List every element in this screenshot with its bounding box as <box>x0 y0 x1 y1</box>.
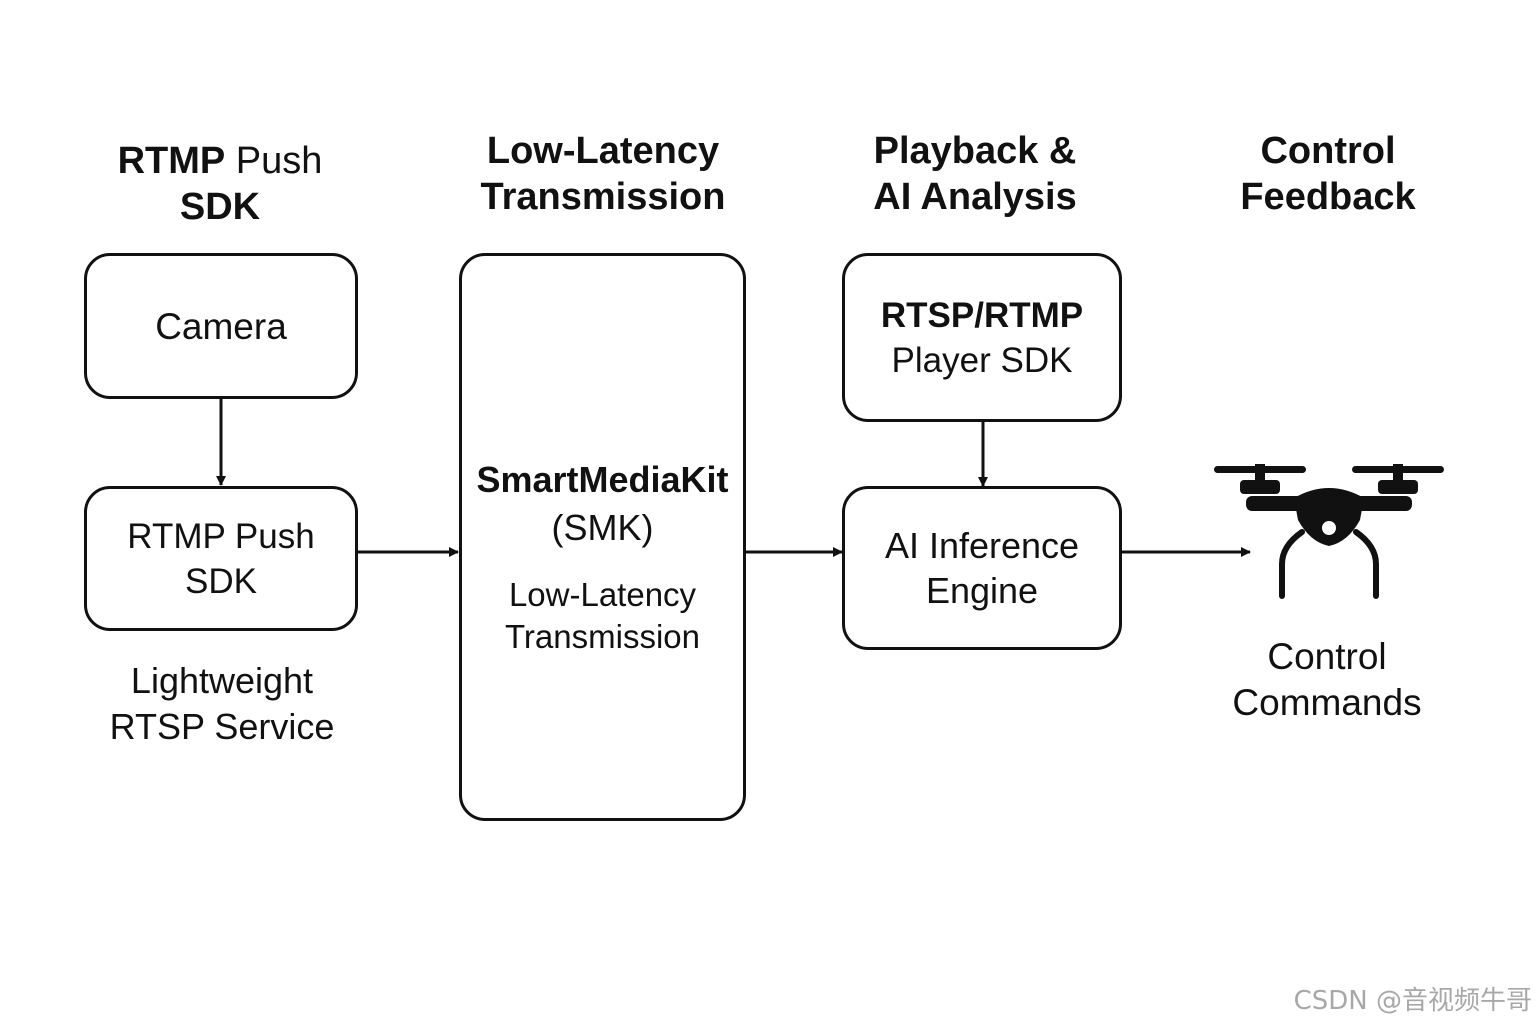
player-sdk-line2: Player SDK <box>891 340 1073 380</box>
column-title-control-line2: Feedback <box>1240 176 1416 218</box>
player-sdk-line1: RTSP/RTMP <box>880 295 1084 335</box>
control-commands-line1: Control <box>1267 636 1387 677</box>
smartmediakit-box: SmartMediaKit (SMK) Low-Latency Transmis… <box>459 253 746 821</box>
watermark-text: CSDN @音视频牛哥 <box>1293 986 1532 1016</box>
ai-inference-box: AI Inference Engine <box>842 486 1122 650</box>
smk-desc-line1: Low-Latency <box>508 576 697 613</box>
drone-icon <box>1214 464 1444 599</box>
column-title-control-line1: Control <box>1260 130 1396 172</box>
rtsp-service-line2: RTSP Service <box>109 706 335 747</box>
rtsp-service-caption: Lightweight RTSP Service <box>90 658 354 750</box>
rtmp-push-sdk-line2: SDK <box>185 561 257 601</box>
camera-box: Camera <box>84 253 358 399</box>
column-title-control: Control Feedback <box>1208 128 1448 220</box>
column-title-playback: Playback & AI Analysis <box>845 128 1105 220</box>
column-title-push: RTMP Push SDK <box>100 138 340 230</box>
rtmp-push-sdk-line1: RTMP Push <box>127 516 315 556</box>
player-sdk-box: RTSP/RTMP Player SDK <box>842 253 1122 422</box>
smk-name: SmartMediaKit <box>476 459 729 500</box>
column-title-transmission-line2: Transmission <box>480 176 726 218</box>
smk-desc-line2: Transmission <box>505 618 700 655</box>
column-title-push-line2: SDK <box>179 186 261 228</box>
rtsp-service-line1: Lightweight <box>130 660 314 701</box>
column-title-transmission: Low-Latency Transmission <box>453 128 753 220</box>
column-title-transmission-line1: Low-Latency <box>486 130 720 172</box>
smk-abbr: (SMK) <box>551 507 654 548</box>
column-title-playback-line1: Playback & <box>873 130 1077 172</box>
ai-inference-line2: Engine <box>925 570 1039 611</box>
column-title-push-bold: RTMP <box>117 140 226 182</box>
ai-inference-line1: AI Inference <box>884 525 1080 566</box>
column-title-push-rest: Push <box>225 140 323 182</box>
camera-label: Camera <box>155 305 287 347</box>
control-commands-line2: Commands <box>1232 682 1422 723</box>
control-commands-caption: Control Commands <box>1206 634 1448 726</box>
rtmp-push-sdk-box: RTMP Push SDK <box>84 486 358 631</box>
column-title-playback-line2: AI Analysis <box>873 176 1077 218</box>
